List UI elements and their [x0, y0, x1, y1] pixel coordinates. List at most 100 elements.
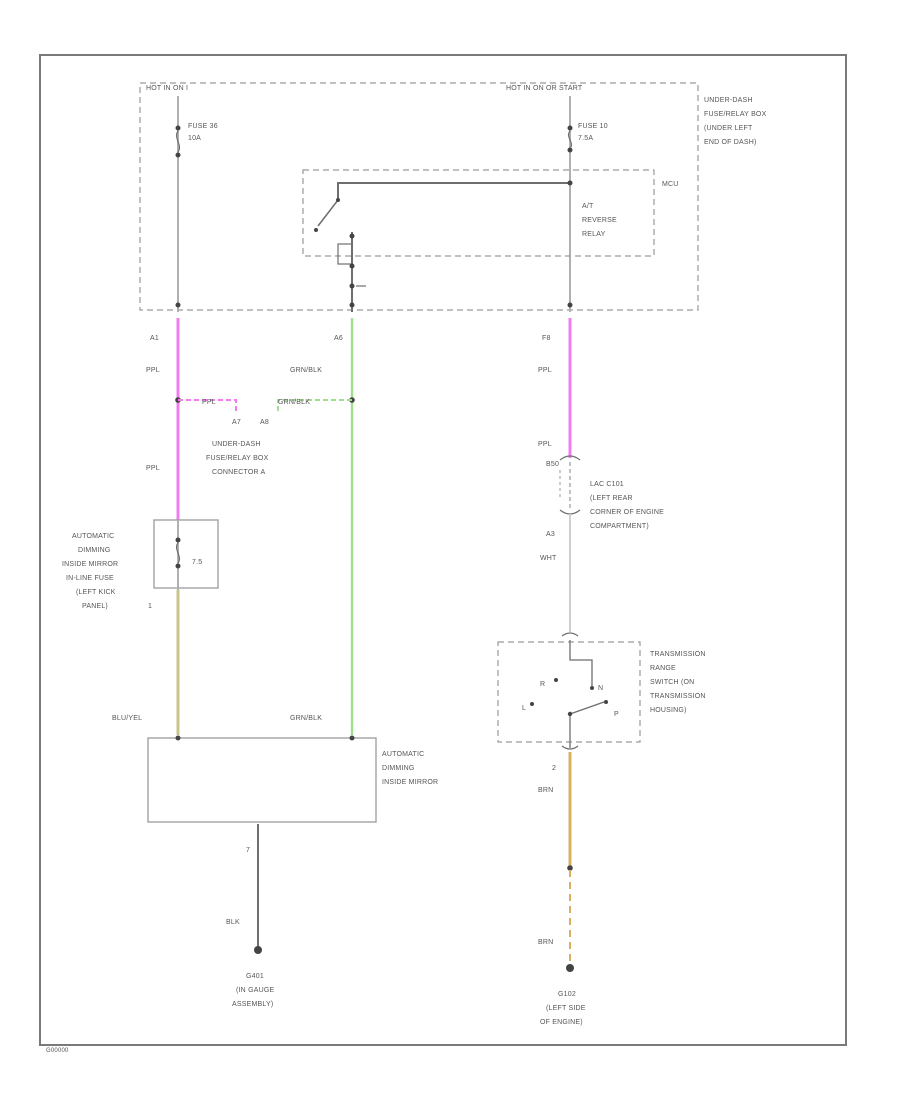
tr-label-2: RANGE	[650, 665, 676, 672]
tr-switch-contact-p	[604, 700, 608, 704]
relay-coil-top-terminal	[349, 233, 355, 239]
mirror-pin-7-label: 7	[246, 847, 250, 854]
inline-label-1: AUTOMATIC	[72, 533, 114, 540]
right-fuse-top-terminal	[567, 125, 573, 131]
left-fuse-top-terminal	[175, 125, 181, 131]
tr-switch-arm	[569, 701, 605, 715]
diagram-frame	[39, 54, 847, 1046]
dimming-mirror-box	[147, 737, 377, 823]
underdash-box-label-2: FUSE/RELAY BOX	[704, 111, 767, 118]
blk-label: BLK	[226, 919, 240, 926]
tr-n-label: N	[598, 685, 603, 692]
ppl-branch-wire	[178, 399, 237, 412]
grn-blk-label-3: GRN/BLK	[290, 715, 322, 722]
brn-label-1: BRN	[538, 787, 553, 794]
tr-switch-contact-l	[530, 702, 534, 706]
ppl-branch-label: PPL	[202, 399, 216, 406]
c101-connector-bottom-icon	[559, 509, 581, 515]
underdash-box-label-3: (UNDER LEFT	[704, 125, 753, 132]
mirror-label-2: DIMMING	[382, 765, 415, 772]
hot-in-on-label: HOT IN ON I	[146, 85, 188, 92]
conn-a-label-3: CONNECTOR A	[212, 469, 266, 476]
brn-splice	[567, 865, 573, 871]
inline-label-6: PANEL)	[82, 603, 108, 610]
g401-ground-icon	[254, 946, 262, 954]
inline-fuse-top-terminal	[175, 537, 181, 543]
c101-pin-b50-label: B50	[546, 461, 559, 468]
mcu-label: MCU	[662, 181, 679, 188]
right-ppl-label-2: PPL	[538, 441, 552, 448]
inline-fuse-bottom-terminal	[175, 563, 181, 569]
left-ppl-label-2: PPL	[146, 465, 160, 472]
inline-pin-label: 1	[148, 603, 152, 610]
relay-coil-icon	[337, 243, 353, 265]
relay-output-terminal	[349, 302, 355, 308]
relay-label-1: A/T	[582, 203, 594, 210]
relay-diode-terminal	[349, 283, 355, 289]
transmission-range-switch-box	[497, 641, 641, 743]
footer-code: G00000	[46, 1048, 69, 1054]
right-fuse-bottom-terminal	[567, 147, 573, 153]
conn-a7-label: A7	[232, 419, 241, 426]
conn-a-label-2: FUSE/RELAY BOX	[206, 455, 269, 462]
mirror-pin-right	[349, 735, 355, 741]
inline-label-2: DIMMING	[78, 547, 111, 554]
inline-label-3: INSIDE MIRROR	[62, 561, 118, 568]
pin-a1-label: A1	[150, 335, 159, 342]
grn-branch-wire	[277, 399, 352, 412]
tr-switch-input-wire	[569, 640, 593, 686]
c101-label-1: LAC C101	[590, 481, 624, 488]
tr-p-label: P	[614, 711, 619, 718]
relay-label-3: RELAY	[582, 231, 606, 238]
hot-on-start-label: HOT IN ON OR START	[506, 85, 583, 92]
inline-label-4: IN-LINE FUSE	[66, 575, 114, 582]
left-fuse-label-2: 10A	[188, 135, 201, 142]
left-fuse-bottom-terminal	[175, 152, 181, 158]
g401-label-2: (IN GAUGE	[236, 987, 274, 994]
blu-yel-label: BLU/YEL	[112, 715, 142, 722]
tr-switch-top-connector-icon	[561, 632, 579, 637]
relay-switch-contact	[314, 228, 318, 232]
c101-label-2: (LEFT REAR	[590, 495, 633, 502]
relay-switch-pivot	[336, 198, 340, 202]
g401-label-1: G401	[246, 973, 264, 980]
tr-switch-contact-r	[554, 678, 558, 682]
wht-label: WHT	[540, 555, 557, 562]
inline-fuse-element	[175, 542, 181, 564]
g401-label-3: ASSEMBLY)	[232, 1001, 273, 1008]
pin-a6-label: A6	[334, 335, 343, 342]
tr-label-3: SWITCH (ON	[650, 679, 694, 686]
mcu-relay-box	[302, 169, 655, 257]
left-bus-bottom-terminal	[175, 302, 181, 308]
relay-control-junction	[567, 180, 573, 186]
mirror-label-3: INSIDE MIRROR	[382, 779, 438, 786]
grn-blk-label-1: GRN/BLK	[290, 367, 322, 374]
g102-ground-icon	[566, 964, 574, 972]
conn-a8-label: A8	[260, 419, 269, 426]
inline-label-5: (LEFT KICK	[76, 589, 116, 596]
g102-label-2: (LEFT SIDE	[546, 1005, 586, 1012]
tr-switch-contact-n	[590, 686, 594, 690]
relay-coil-bottom-terminal	[349, 263, 355, 269]
inline-fuse-amp: 7.5	[192, 559, 202, 566]
grn-blk-label-2: GRN/BLK	[278, 399, 310, 406]
underdash-box-label-1: UNDER-DASH	[704, 97, 753, 104]
tr-r-label: R	[540, 681, 545, 688]
right-ppl-label-1: PPL	[538, 367, 552, 374]
tr-label-4: TRANSMISSION	[650, 693, 706, 700]
mirror-label-1: AUTOMATIC	[382, 751, 424, 758]
c101-connector-top-icon	[559, 455, 581, 461]
tr-pin-2-label: 2	[552, 765, 556, 772]
c101-pin-a3-label: A3	[546, 531, 555, 538]
conn-a-label-1: UNDER-DASH	[212, 441, 261, 448]
left-fuse-label-1: FUSE 36	[188, 123, 218, 130]
relay-control-line	[337, 182, 570, 200]
c101-label-3: CORNER OF ENGINE	[590, 509, 664, 516]
mirror-pin-left	[175, 735, 181, 741]
tr-label-1: TRANSMISSION	[650, 651, 706, 658]
relay-switch-arm	[317, 199, 339, 227]
right-fuse-label-1: FUSE 10	[578, 123, 608, 130]
tr-label-5: HOUSING)	[650, 707, 687, 714]
right-fuse-element	[567, 130, 573, 149]
